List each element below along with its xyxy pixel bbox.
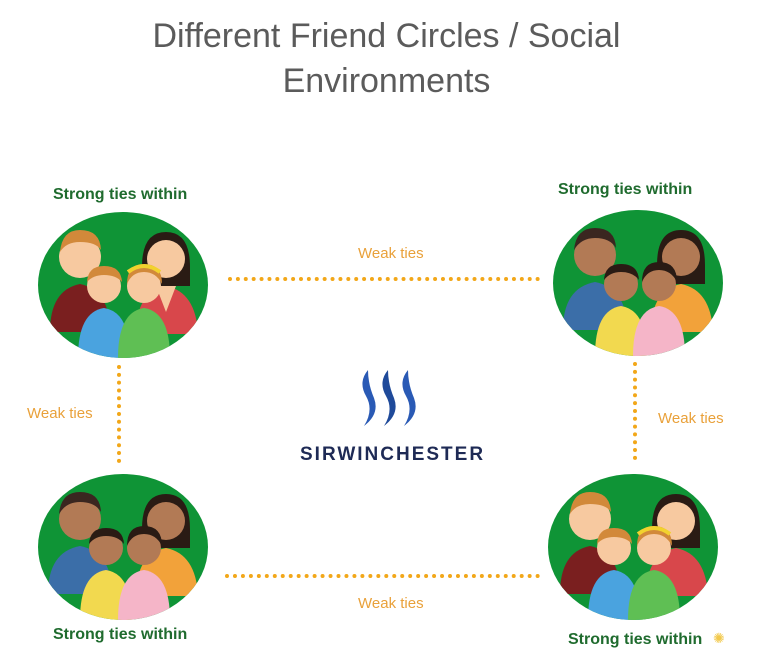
strong-ties-label-top-left: Strong ties within bbox=[53, 186, 188, 203]
weak-ties-label-bottom: Weak ties bbox=[358, 595, 424, 612]
title-line-2: Environments bbox=[282, 62, 491, 100]
weak-tie-line-bottom bbox=[225, 574, 540, 578]
family-group-icon bbox=[48, 492, 198, 620]
strong-ties-label-bottom-right: Strong ties within bbox=[568, 631, 703, 648]
brand-name: SIRWINCHESTER bbox=[300, 444, 486, 465]
friend-circle-top-left bbox=[38, 212, 208, 358]
family-group-icon bbox=[560, 492, 708, 620]
friend-circle-bottom-left bbox=[38, 474, 208, 620]
steem-logo-icon bbox=[362, 370, 416, 426]
page-title: Different Friend Circles / Social Enviro… bbox=[0, 14, 773, 104]
strong-ties-label-bottom-left: Strong ties within bbox=[53, 626, 188, 643]
friend-circle-top-right bbox=[553, 210, 723, 356]
weak-tie-line-top bbox=[228, 277, 540, 281]
weak-ties-label-left: Weak ties bbox=[27, 405, 93, 422]
family-group-icon bbox=[563, 228, 713, 356]
weak-tie-line-right bbox=[633, 362, 637, 460]
weak-ties-label-right: Weak ties bbox=[658, 410, 724, 427]
friend-circle-bottom-right bbox=[548, 474, 718, 620]
title-line-1: Different Friend Circles / Social bbox=[152, 17, 621, 55]
weak-tie-line-left bbox=[117, 365, 121, 463]
sparkle-icon: ✺ bbox=[713, 630, 725, 646]
family-group-icon bbox=[50, 230, 198, 358]
strong-ties-label-top-right: Strong ties within bbox=[558, 181, 693, 198]
weak-ties-label-top: Weak ties bbox=[358, 245, 424, 262]
